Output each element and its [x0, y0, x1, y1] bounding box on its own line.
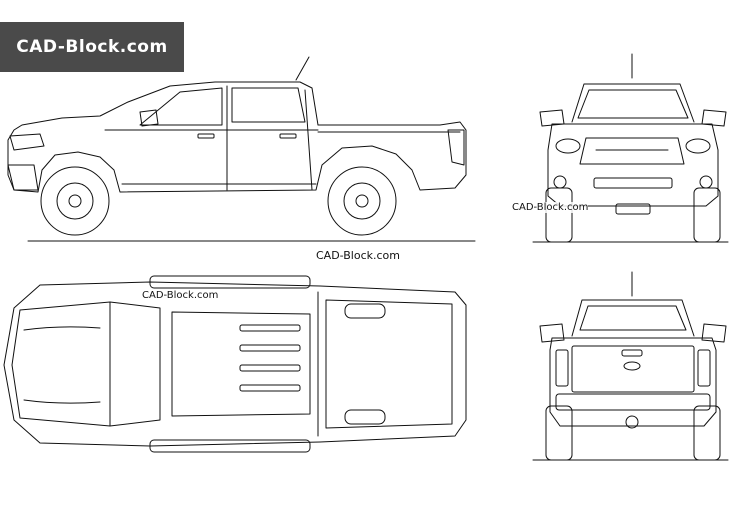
side-view-rear-tire — [327, 166, 397, 236]
front-view-left-headlight — [555, 138, 581, 154]
rear-view-left-taillight — [555, 349, 569, 387]
front-view-right-tire — [693, 187, 721, 243]
side-view-body-outline — [7, 81, 467, 193]
top-view-hood-crease-1 — [23, 326, 101, 331]
front-view-cab-outline — [571, 83, 695, 123]
top-view-lower-wheel-arch — [149, 439, 311, 453]
front-view — [532, 53, 729, 243]
rear-view-rear-window — [579, 305, 687, 331]
front-view-left-mirror — [539, 109, 565, 127]
top-view-hood-crease-2 — [23, 399, 101, 404]
side-view-headlight — [9, 133, 45, 151]
rear-view — [532, 271, 729, 461]
front-view-left-fog-light — [553, 175, 567, 189]
side-view-mirror — [139, 109, 159, 127]
brand-logo-text: CAD-Block.com — [16, 37, 168, 57]
side-view-front-hub — [68, 194, 82, 208]
rear-view-right-mirror — [701, 323, 727, 343]
top-view-body-outline — [3, 281, 467, 447]
top-view-bed-wheel-well-lower — [344, 409, 386, 425]
top-view-roof — [171, 311, 311, 417]
rear-view-tailgate-handle — [621, 349, 643, 357]
top-view-roof-rib-2 — [239, 344, 301, 352]
top-view-watermark-text: CAD-Block.com — [142, 290, 219, 301]
top-view-watermark: CAD-Block.com — [142, 290, 219, 301]
front-view-right-headlight — [685, 138, 711, 154]
front-view-right-mirror — [701, 109, 727, 127]
side-view-watermark: CAD-Block.com — [316, 249, 400, 262]
side-view-rear-window — [231, 87, 306, 123]
front-view-body-outline — [547, 123, 719, 207]
brand-logo: CAD-Block.com — [0, 22, 184, 72]
front-view-lower-grille — [593, 177, 673, 189]
side-view-antenna — [295, 56, 310, 81]
front-view-watermark: CAD-Block.com — [512, 202, 589, 213]
front-view-windshield — [577, 89, 689, 119]
side-view-rear-door-edge — [304, 89, 313, 191]
front-view-left-tire — [545, 187, 573, 243]
rear-view-badge — [623, 361, 641, 371]
side-view-front-door-handle — [197, 133, 215, 139]
rear-view-tailgate — [571, 345, 695, 393]
rear-view-left-tire — [545, 405, 573, 461]
rear-view-body-outline — [549, 337, 717, 427]
side-view-rear-rim — [343, 182, 381, 220]
top-view-upper-wheel-arch — [149, 275, 311, 289]
side-view-rear-hub — [355, 194, 369, 208]
front-view-right-fog-light — [699, 175, 713, 189]
top-view-roof-rib-1 — [239, 324, 301, 332]
side-view-watermark-text: CAD-Block.com — [316, 249, 400, 262]
front-view-grille — [579, 137, 685, 165]
side-view-front-window — [139, 87, 223, 126]
side-view-front-bumper — [7, 164, 39, 191]
top-view-hood — [11, 301, 111, 427]
top-view-windshield — [109, 301, 161, 427]
front-view-watermark-text: CAD-Block.com — [512, 202, 589, 213]
side-view-front-tire — [40, 166, 110, 236]
rear-view-cab-outline — [571, 299, 695, 337]
top-view-bed-wheel-well-upper — [344, 303, 386, 319]
side-view — [7, 56, 476, 242]
top-view-roof-rib-3 — [239, 364, 301, 372]
rear-view-tow-hitch — [625, 415, 639, 429]
side-view-front-rim — [56, 182, 94, 220]
rear-view-left-mirror — [539, 323, 565, 343]
top-view-roof-rib-4 — [239, 384, 301, 392]
rear-view-bumper — [555, 393, 711, 411]
front-view-skid-plate — [615, 203, 651, 215]
rear-view-right-taillight — [697, 349, 711, 387]
top-view — [3, 275, 467, 453]
side-view-rear-door-handle — [279, 133, 297, 139]
side-view-taillight — [447, 129, 465, 166]
top-view-bed — [325, 299, 453, 429]
rear-view-right-tire — [693, 405, 721, 461]
